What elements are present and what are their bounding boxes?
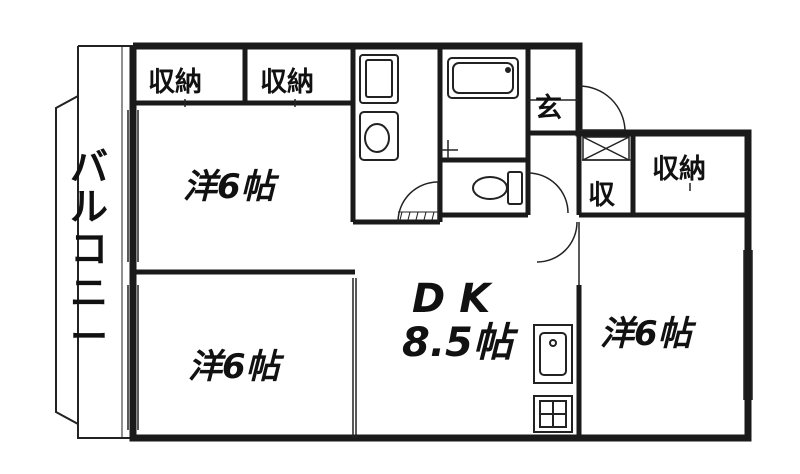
toilet-icon <box>472 171 523 205</box>
storage-label-1: 収納 <box>148 66 202 98</box>
right-window <box>743 250 753 400</box>
interior-walls <box>133 46 748 438</box>
room-label-bottom-left: 洋6帖 <box>188 347 285 387</box>
bathtub-icon <box>447 57 519 99</box>
entrance-label: 玄 <box>535 92 562 124</box>
sink-icon <box>533 324 573 384</box>
door-swing-icon <box>397 85 626 263</box>
tick-marks <box>184 99 691 191</box>
balcony-char-3: コ <box>70 227 108 271</box>
balcony-char-5: ー <box>70 315 108 359</box>
balcony-char-1: バ <box>70 145 108 189</box>
balcony-label: バ ル コ ニ ー <box>70 145 108 359</box>
room-label-right: 洋6帖 <box>600 314 697 354</box>
storage-label-small: 収 <box>588 180 616 211</box>
storage-cross-box <box>582 136 630 161</box>
balcony-char-4: ニ <box>70 271 108 315</box>
storage-label-2: 収納 <box>260 66 314 98</box>
left-windows <box>127 110 139 430</box>
exterior-walls <box>129 42 752 442</box>
dk-title-label: DK <box>412 276 504 322</box>
washing-machine-icon <box>359 54 399 104</box>
washbasin-icon <box>359 111 399 161</box>
balcony-char-2: ル <box>70 185 108 229</box>
folding-door <box>398 211 438 221</box>
storage-label-3: 収納 <box>652 153 706 185</box>
room-label-top-left: 洋6帖 <box>183 167 280 207</box>
bath-door <box>440 140 458 160</box>
dk-size-label: 8.5帖 <box>402 320 519 366</box>
stove-icon <box>533 395 573 433</box>
